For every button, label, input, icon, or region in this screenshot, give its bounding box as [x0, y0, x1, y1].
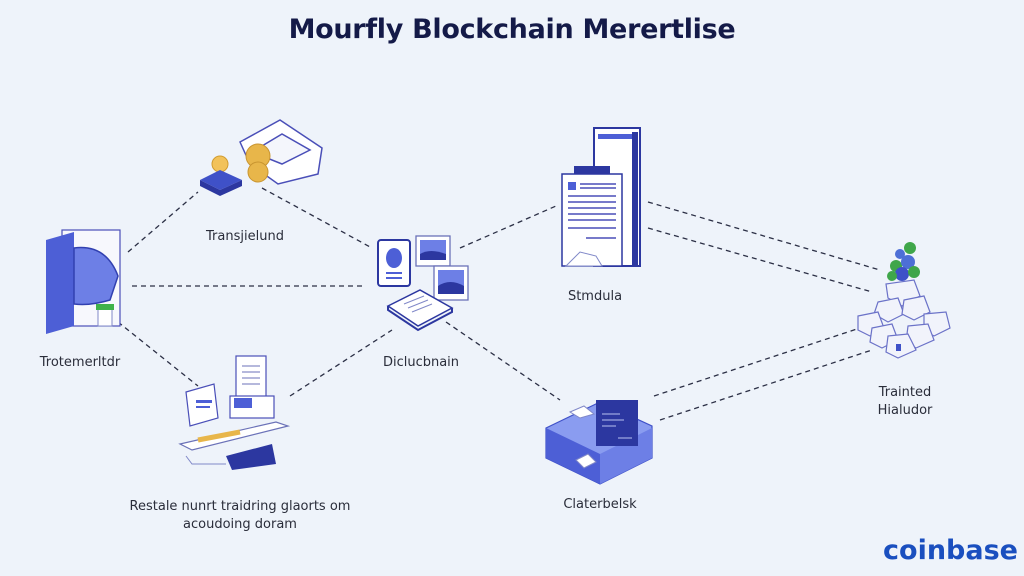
documents-photos-icon: [377, 235, 469, 332]
node-label-claterbelsk: Claterbelsk: [563, 497, 637, 512]
connector-trotem-transj: [127, 191, 199, 253]
connector-trotem-restale: [117, 321, 199, 387]
label-line: Restale nunrt traidring glaorts om: [129, 499, 351, 514]
node-label-diclucbnain: Diclucbnain: [382, 355, 460, 370]
label-line: Hialudor: [877, 403, 933, 418]
node-label-restale: Restale nunrt traidring glaorts om acoud…: [100, 498, 380, 534]
node-trotemerltdr[interactable]: [40, 226, 130, 341]
connector-clater-trainted-2: [659, 349, 873, 421]
node-restale[interactable]: [176, 352, 296, 479]
crystal-cluster-icon: [857, 242, 951, 359]
node-label-transjielund: Transjielund: [206, 229, 284, 244]
node-stmdula[interactable]: [550, 124, 650, 279]
node-label-trotemerltdr: Trotemerltdr: [39, 355, 121, 370]
node-label-trainted-hialudor: Trainted Hialudor: [850, 384, 960, 420]
connector-transj-dicluc: [261, 187, 373, 249]
isometric-box-icon: [545, 400, 653, 485]
node-trainted-hialudor[interactable]: [852, 240, 956, 365]
coinbase-logo: coinbase: [883, 535, 1018, 566]
connector-stmdula-trainted-2: [647, 227, 873, 293]
node-claterbelsk[interactable]: [540, 388, 660, 493]
stamp-coin-icon: [200, 119, 323, 196]
connector-restale-dicluc: [289, 329, 393, 397]
node-transjielund[interactable]: [190, 112, 330, 207]
connector-clater-trainted-1: [653, 325, 867, 397]
server-door-icon: [46, 229, 121, 334]
connector-stmdula-trainted-1: [647, 201, 881, 271]
document-stack-icon: [561, 127, 641, 267]
node-label-stmdula: Stmdula: [567, 289, 623, 304]
printer-desk-icon: [178, 355, 291, 470]
label-line: Trainted: [878, 385, 932, 400]
diagram-title: Mourfly Blockchain Merertlise: [288, 14, 736, 45]
node-diclucbnain[interactable]: [372, 234, 476, 339]
label-line: acoudoing doram: [183, 517, 297, 532]
